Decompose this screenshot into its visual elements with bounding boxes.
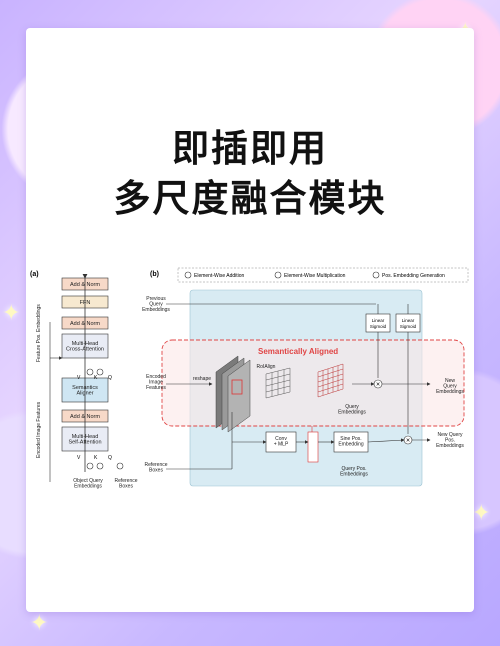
sparkle-icon: ✦ [472, 500, 491, 525]
linear-sigmoid-box [365, 313, 391, 333]
legend-multiplication: Element-Wise Multiplication [284, 273, 346, 279]
qkv-top-v: V [77, 375, 81, 381]
roialign-label: RoIAlign [257, 364, 276, 370]
add-icon [96, 368, 104, 376]
svg-text:×: × [376, 382, 380, 389]
semantic-aligned-label: Semantically Aligned [258, 347, 338, 356]
title-line-2: 多尺度融合模块 [113, 177, 387, 220]
conv-mlp-label: Conv+ MLP [274, 436, 289, 448]
panel-a-label: (a) [30, 271, 39, 278]
qkv-bottom-k: K [94, 455, 98, 461]
reshape-label: reshape [193, 376, 211, 382]
side-label-bottom: Encoded Image Features [36, 401, 42, 458]
qkv-bottom-q: Q [108, 455, 112, 461]
add-icon [86, 462, 94, 470]
legend-box [177, 267, 469, 283]
feature-map [227, 359, 251, 433]
pos-vector [307, 431, 319, 463]
side-label-top: Feature Pos. Embeddings [36, 304, 42, 362]
qkv-top-q: Q [108, 375, 112, 381]
query-pos-label: Query Pos.Embeddings [340, 466, 368, 478]
linear-sigmoid-box [395, 313, 421, 333]
add-icon [86, 368, 94, 376]
multiplication-icon [274, 271, 282, 279]
pos-embed-icon [116, 462, 124, 470]
sparkle-icon: ✦ [2, 300, 21, 325]
add-icon [96, 462, 104, 470]
architecture-diagram: (a) Feature Pos. Embeddings Encoded Imag… [30, 267, 469, 490]
sparkle-icon: ✦ [30, 610, 49, 635]
addition-icon [184, 271, 192, 279]
sine-pos-label: Sine Pos.Embedding [338, 436, 364, 448]
pos-embedding-icon [372, 271, 380, 279]
legend-pos-embedding: Pos. Embedding Generation [382, 273, 445, 279]
title-line-1: 即插即用 [172, 127, 328, 170]
legend-addition: Element-Wise Addition [194, 273, 245, 279]
qkv-top-k: K [94, 375, 98, 381]
svg-text:×: × [406, 438, 410, 445]
qkv-bottom-v: V [77, 455, 81, 461]
panel-b-label: (b) [150, 271, 159, 278]
